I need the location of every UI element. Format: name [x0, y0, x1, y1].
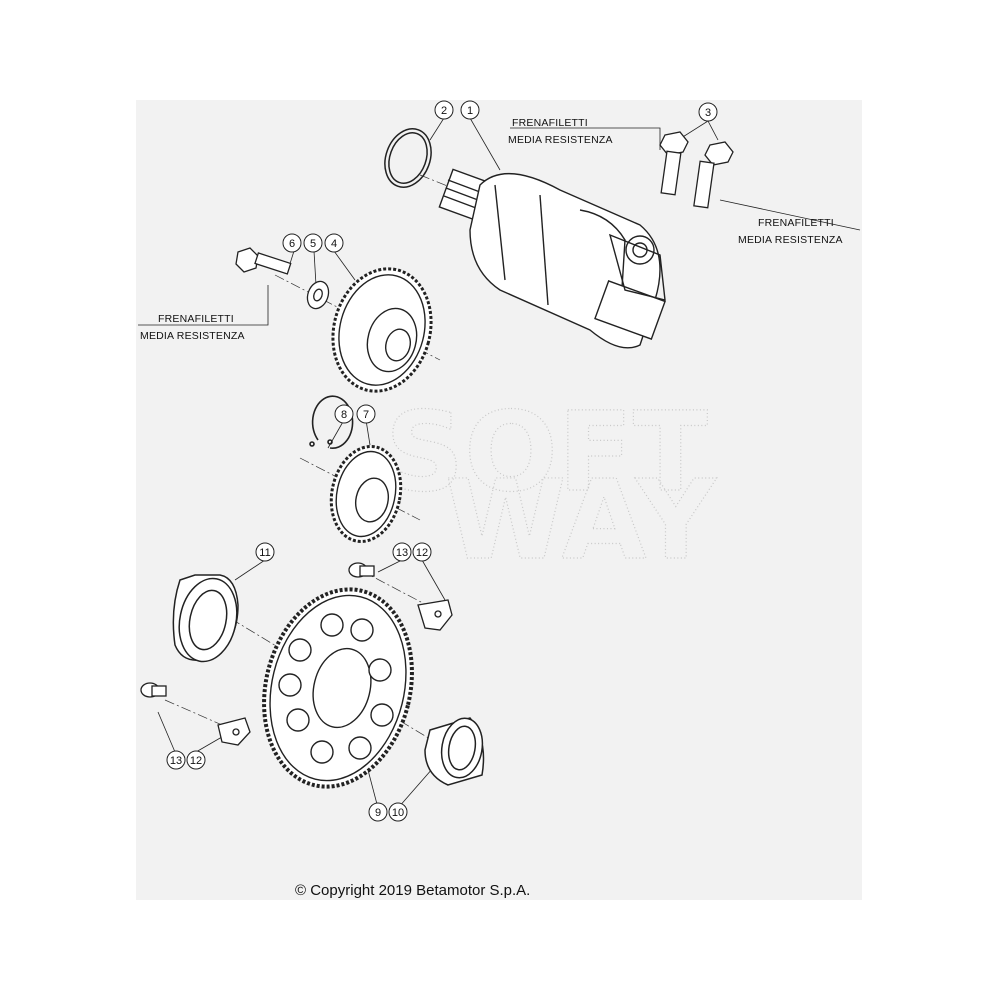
svg-text:5: 5	[310, 238, 316, 250]
callout-9: 9	[368, 802, 388, 822]
callout-13-lower: 13	[166, 750, 186, 770]
copyright-notice: © Copyright 2019 Betamotor S.p.A.	[295, 882, 530, 899]
callout-8: 8	[334, 404, 354, 424]
note3-line2: MEDIA RESISTENZA	[140, 330, 245, 342]
callout-12-lower: 12	[186, 750, 206, 770]
lock-screw-upper	[348, 562, 375, 578]
callout-1: 1	[460, 100, 480, 120]
callout-6: 6	[282, 233, 302, 253]
svg-text:12: 12	[416, 547, 428, 559]
note-threadlocker-gear-bolt: FRENAFILETTI MEDIA RESISTENZA	[140, 313, 245, 342]
o-ring	[384, 128, 432, 188]
watermark-line1: SOFT	[385, 388, 708, 516]
circlip	[309, 395, 354, 450]
svg-text:10: 10	[392, 807, 404, 819]
note3-line1: FRENAFILETTI	[158, 313, 234, 325]
svg-text:13: 13	[170, 755, 182, 767]
svg-text:6: 6	[289, 238, 295, 250]
watermark-line2: WAY	[445, 456, 717, 584]
svg-text:3: 3	[705, 107, 711, 119]
callout-5: 5	[303, 233, 323, 253]
svg-text:2: 2	[441, 105, 447, 117]
tab-washer-lower	[217, 717, 251, 746]
bolt	[235, 247, 292, 275]
svg-text:9: 9	[375, 807, 381, 819]
callouts: 2 1 3 6 5 4 8 7 11 13 12 13 12 9 10	[166, 100, 718, 822]
svg-text:12: 12	[190, 755, 202, 767]
lock-screw-lower	[140, 682, 167, 698]
svg-text:8: 8	[341, 409, 347, 421]
svg-text:4: 4	[331, 238, 337, 250]
seal-ring	[172, 574, 239, 663]
svg-text:13: 13	[396, 547, 408, 559]
svg-text:1: 1	[467, 105, 473, 117]
note-threadlocker-bolts: FRENAFILETTI MEDIA RESISTENZA	[738, 217, 843, 246]
callout-13-upper: 13	[392, 542, 412, 562]
svg-text:7: 7	[363, 409, 369, 421]
callout-2: 2	[434, 100, 454, 120]
svg-text:11: 11	[259, 547, 270, 559]
note2-line2: MEDIA RESISTENZA	[738, 234, 843, 246]
note2-line1: FRENAFILETTI	[758, 217, 834, 229]
note-threadlocker-motor: FRENAFILETTI MEDIA RESISTENZA	[508, 117, 613, 146]
idler-gear	[331, 267, 433, 393]
callout-3: 3	[698, 102, 718, 122]
note1-line1: FRENAFILETTI	[512, 117, 588, 129]
mounting-bolts	[659, 131, 734, 209]
callout-11: 11	[255, 542, 275, 562]
callout-7: 7	[356, 404, 376, 424]
tab-washer-upper	[417, 599, 453, 631]
starter-driven-gear	[262, 587, 414, 789]
note1-line2: MEDIA RESISTENZA	[508, 134, 613, 146]
starter-motor	[438, 168, 666, 349]
bushing	[424, 717, 485, 786]
intermediate-gear	[329, 445, 403, 543]
callout-10: 10	[388, 802, 408, 822]
callout-12-upper: 12	[412, 542, 432, 562]
washer	[306, 280, 330, 310]
watermark: SOFT WAY	[384, 387, 717, 584]
callout-4: 4	[324, 233, 344, 253]
